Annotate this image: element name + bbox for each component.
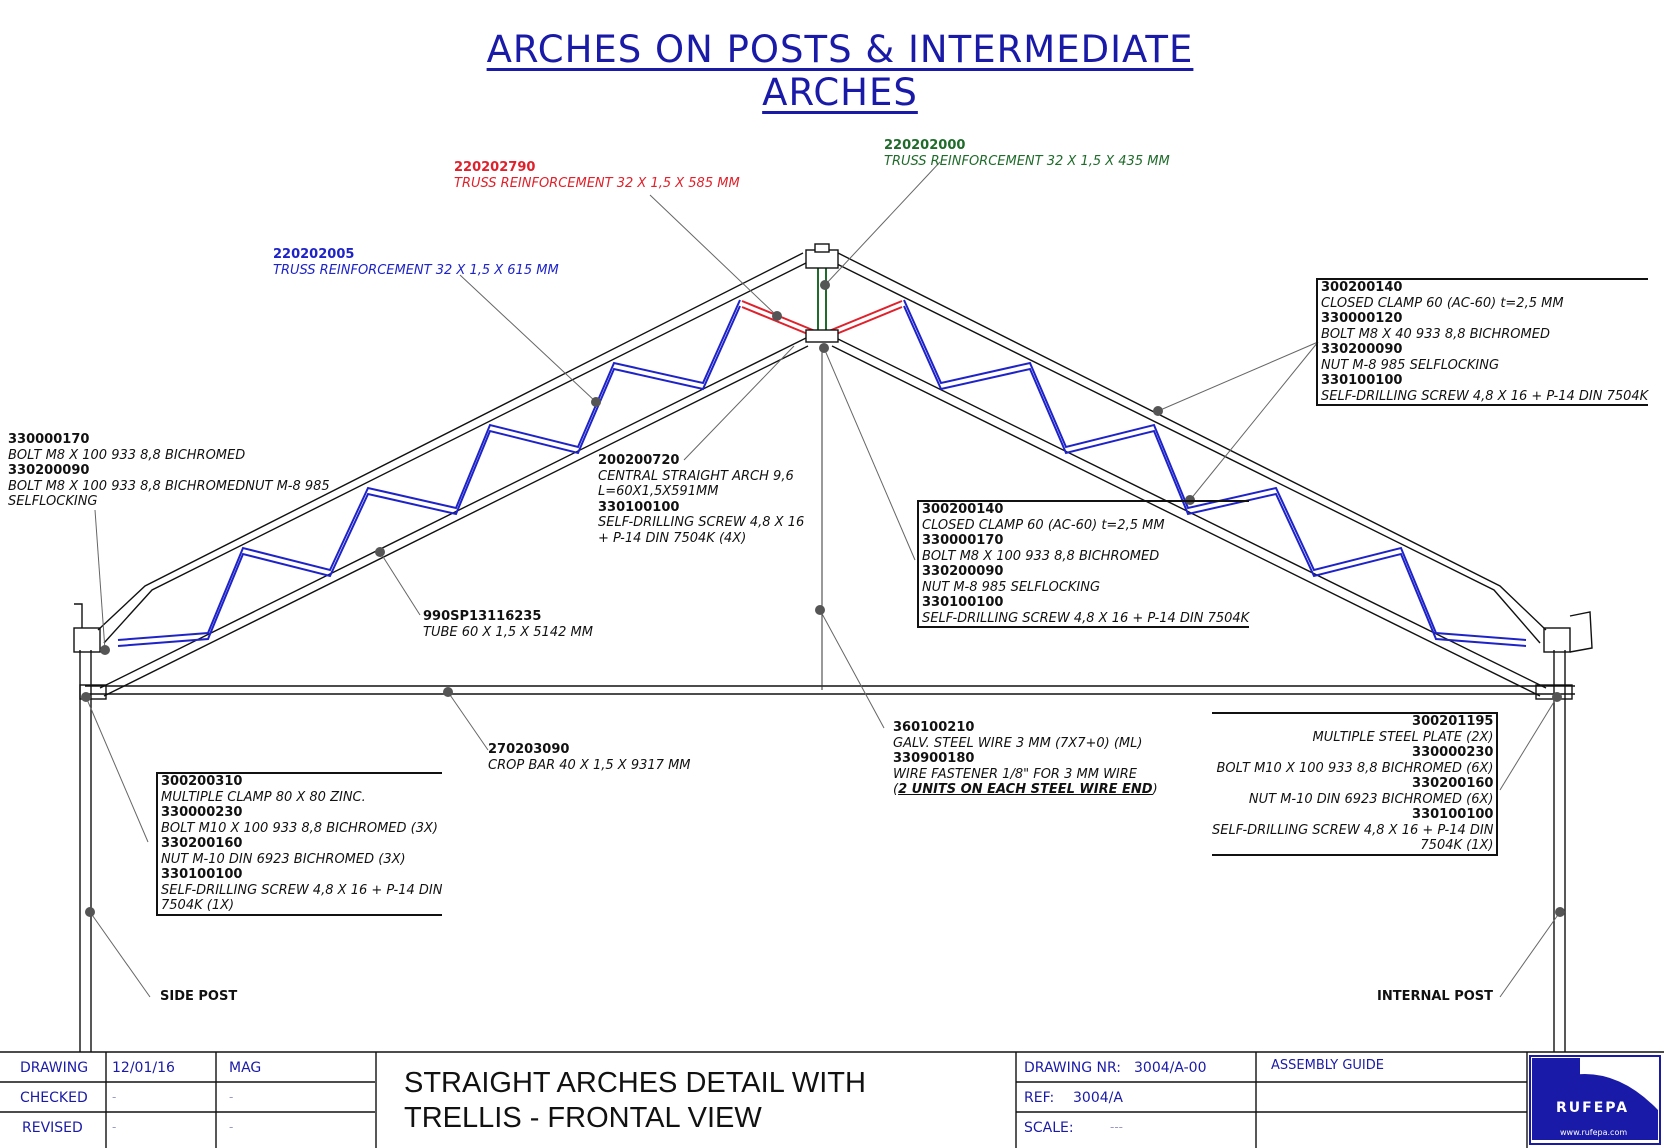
callout-crop-bar: 270203090 CROP BAR 40 X 1,5 X 9317 MM xyxy=(488,742,691,773)
revised-label: REVISED xyxy=(22,1120,83,1136)
crop-bar xyxy=(85,685,1575,695)
right-truss-reinforcement xyxy=(903,299,1527,647)
callout-central-arch: 200200720 CENTRAL STRAIGHT ARCH 9,6 L=60… xyxy=(598,453,805,546)
callout-220202005: 220202005 TRUSS REINFORCEMENT 32 X 1,5 X… xyxy=(273,247,559,278)
leader-lines xyxy=(85,161,1561,998)
checked-by: - xyxy=(229,1090,234,1104)
logo-url: www.rufepa.com xyxy=(1560,1128,1628,1137)
callout-wire: 360100210 GALV. STEEL WIRE 3 MM (7X7+0) … xyxy=(893,720,1158,797)
checked-date: - xyxy=(112,1090,117,1104)
callout-right-clamp: 300200140 CLOSED CLAMP 60 (AC-60) t=2,5 … xyxy=(1316,278,1649,406)
leader-dots xyxy=(81,280,1565,917)
callout-center-clamp: 300200140 CLOSED CLAMP 60 (AC-60) t=2,5 … xyxy=(917,500,1250,628)
rufepa-logo xyxy=(1529,1055,1661,1145)
callout-left-clamp: 300200310 MULTIPLE CLAMP 80 X 80 ZINC. 3… xyxy=(156,772,443,916)
assembly-guide: ASSEMBLY GUIDE xyxy=(1271,1058,1384,1073)
drawing-nr-label: DRAWING NR: xyxy=(1024,1060,1121,1076)
callout-right-plate: 300201195 MULTIPLE STEEL PLATE (2X) 3300… xyxy=(1212,712,1499,856)
drawing-title-line2: TRELLIS - FRONTAL VIEW xyxy=(404,1102,762,1134)
scale-value: --- xyxy=(1110,1120,1123,1134)
left-arch-tube xyxy=(97,252,809,697)
page-title: ARCHES ON POSTS & INTERMEDIATE ARCHES xyxy=(486,28,1194,114)
drawing-label: DRAWING xyxy=(20,1060,89,1076)
side-post-label: SIDE POST xyxy=(160,989,238,1004)
callout-220202000: 220202000 TRUSS REINFORCEMENT 32 X 1,5 X… xyxy=(884,138,1170,169)
side-post xyxy=(79,650,92,1052)
left-corner-plate xyxy=(73,603,107,700)
title-block-frame xyxy=(0,1051,1664,1148)
drawing-nr: 3004/A-00 xyxy=(1134,1060,1207,1076)
internal-post-label: INTERNAL POST xyxy=(1377,989,1494,1004)
ridge-clamp xyxy=(805,243,839,343)
drawing-by: MAG xyxy=(229,1060,262,1076)
left-truss-reinforcement xyxy=(117,299,741,647)
wire-note: 2 UNITS ON EACH STEEL WIRE END xyxy=(898,782,1153,797)
revised-date: - xyxy=(112,1120,117,1134)
callout-220202790: 220202790 TRUSS REINFORCEMENT 32 X 1,5 X… xyxy=(454,160,740,191)
scale-label: SCALE: xyxy=(1024,1120,1074,1136)
revised-by: - xyxy=(229,1120,234,1134)
green-truss-reinforcement xyxy=(817,268,827,333)
ref-value: 3004/A xyxy=(1073,1090,1123,1106)
drawing-date: 12/01/16 xyxy=(112,1060,175,1076)
callout-left-bolt: 330000170 BOLT M8 X 100 933 8,8 BICHROME… xyxy=(8,432,330,509)
ref-label: REF: xyxy=(1024,1090,1055,1106)
checked-label: CHECKED xyxy=(20,1090,88,1106)
logo-text: RUFEPA xyxy=(1556,1100,1630,1116)
internal-post xyxy=(1553,650,1566,1052)
drawing-title-line1: STRAIGHT ARCHES DETAIL WITH xyxy=(404,1067,866,1099)
callout-tube: 990SP13116235 TUBE 60 X 1,5 X 5142 MM xyxy=(423,609,593,640)
